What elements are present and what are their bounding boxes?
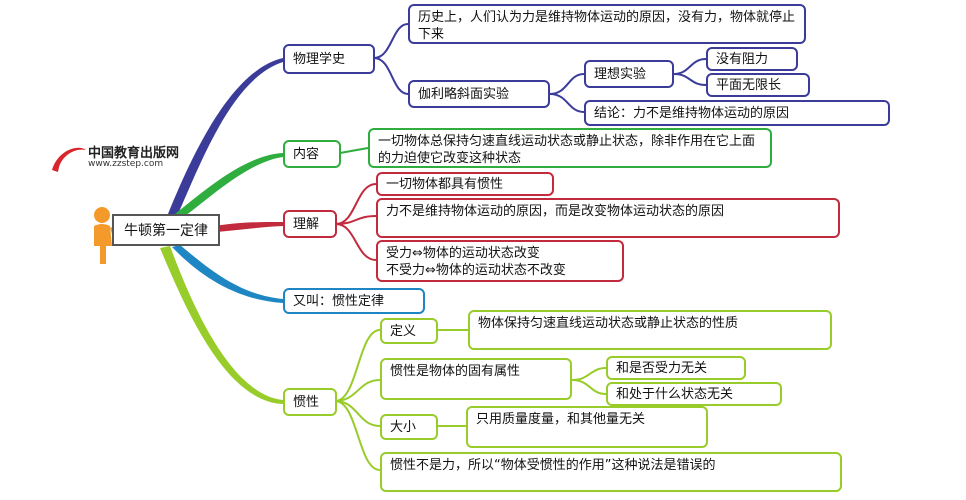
branch-inertia-connector <box>160 246 283 404</box>
branch-alias-connector <box>172 245 283 303</box>
node-content: 内容 <box>283 140 341 168</box>
node-force-independent: 和是否受力无关 <box>606 356 746 380</box>
logo-text: 中国教育出版网 <box>88 146 180 161</box>
node-state-independent: 和处于什么状态无关 <box>606 382 782 406</box>
node-understanding-1: 一切物体都具有惯性 <box>376 172 554 196</box>
node-definition: 定义 <box>380 318 438 344</box>
publisher-logo: 中国教育出版网 www.zzstep.com <box>48 140 198 180</box>
branch-history-connector <box>168 58 283 214</box>
node-alias: 又叫：惯性定律 <box>283 288 425 314</box>
understanding-3-line1: 受力⇔物体的运动状态改变 <box>386 246 540 261</box>
node-conclusion: 结论：力不是维持物体运动的原因 <box>584 100 890 126</box>
branch-understanding-connector <box>215 222 283 232</box>
node-content-text: 一切物体总保持匀速直线运动状态或静止状态，除非作用在它上面的力迫使它改变这种状态 <box>368 128 772 168</box>
node-magnitude: 大小 <box>380 414 438 440</box>
node-infinite-plane: 平面无限长 <box>706 73 810 97</box>
node-inertia: 惯性 <box>283 388 337 416</box>
node-magnitude-text: 只用质量度量，和其他量无关 <box>466 406 708 448</box>
node-history: 物理学史 <box>283 44 375 74</box>
root-node: 牛顿第一定律 <box>112 214 220 246</box>
node-intrinsic-property: 惯性是物体的固有属性 <box>380 358 572 400</box>
node-history-ancient: 历史上，人们认为力是维持物体运动的原因，没有力，物体就停止下来 <box>408 4 806 44</box>
node-understanding: 理解 <box>283 210 337 238</box>
node-understanding-3: 受力⇔物体的运动状态改变 不受力⇔物体的运动状态不改变 <box>376 240 624 282</box>
node-inertia-note: 惯性不是力，所以“物体受惯性的作用”这种说法是错误的 <box>380 452 842 492</box>
node-galileo: 伽利略斜面实验 <box>408 80 550 108</box>
logo-url: www.zzstep.com <box>88 159 164 169</box>
understanding-3-line2: 不受力⇔物体的运动状态不改变 <box>386 263 566 278</box>
node-understanding-2: 力不是维持物体运动的原因，而是改变物体运动状态的原因 <box>376 198 840 238</box>
node-ideal-experiment: 理想实验 <box>584 60 674 88</box>
swoosh-logo-icon <box>52 147 86 172</box>
node-no-resistance: 没有阻力 <box>706 47 798 71</box>
branch-content-connector <box>175 153 283 216</box>
node-definition-text: 物体保持匀速直线运动状态或静止状态的性质 <box>468 310 832 350</box>
